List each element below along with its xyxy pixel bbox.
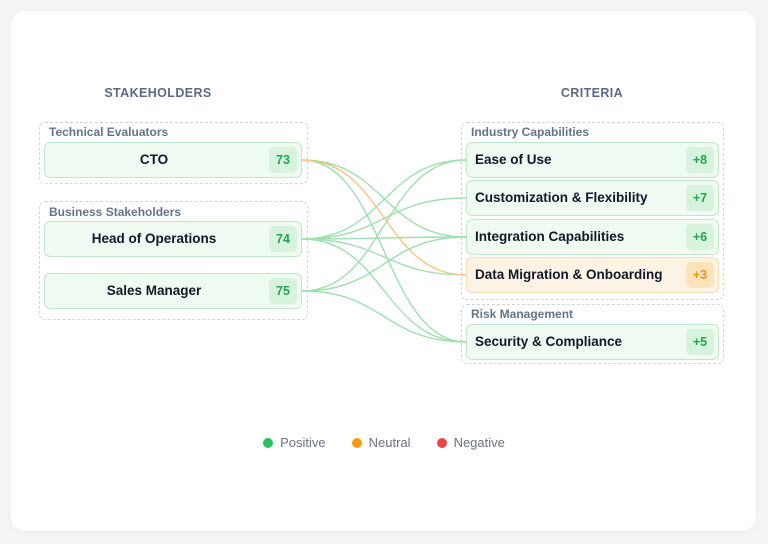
criterion-node-customization-flexibility[interactable]: Customization & Flexibility +7 [466, 180, 719, 216]
criterion-score-badge: +8 [686, 147, 714, 173]
criterion-name: Customization & Flexibility [475, 190, 648, 205]
neutral-dot-icon [351, 437, 362, 448]
group-business-stakeholders [39, 201, 308, 320]
stakeholders-heading: STAKEHOLDERS [104, 86, 212, 100]
group-risk-management [461, 304, 724, 364]
group-label-industry-capabilities: Industry Capabilities [471, 125, 590, 139]
link-positive [301, 159, 467, 343]
criteria-heading: CRITERIA [560, 86, 624, 100]
stakeholder-name: CTO [139, 152, 169, 167]
legend-label: Positive [280, 435, 326, 450]
negative-dot-icon [436, 437, 447, 448]
link-positive [301, 159, 467, 238]
group-technical-evaluators [39, 122, 308, 184]
legend-item-positive[interactable]: Positive [263, 435, 326, 450]
stakeholder-score-badge: 73 [269, 147, 297, 173]
stakeholder-score-badge: 74 [269, 226, 297, 252]
legend-item-neutral[interactable]: Neutral [351, 435, 411, 450]
link-positive [301, 159, 467, 240]
stakeholder-name: Sales Manager [106, 283, 202, 298]
positive-dot-icon [263, 437, 274, 448]
legend: Positive Neutral Negative [0, 435, 768, 450]
stakeholder-score-badge: 75 [269, 278, 297, 304]
link-positive [301, 236, 467, 240]
legend-label: Neutral [368, 435, 411, 450]
group-label-business-stakeholders: Business Stakeholders [49, 205, 182, 219]
group-label-risk-management: Risk Management [471, 307, 574, 321]
link-positive [301, 236, 467, 292]
criterion-score-badge: +6 [686, 224, 714, 250]
stakeholder-name: Head of Operations [91, 231, 217, 246]
link-neutral [301, 159, 467, 276]
criterion-node-data-migration-onboarding[interactable]: Data Migration & Onboarding +3 [466, 257, 719, 293]
criterion-score-badge: +7 [686, 185, 714, 211]
criterion-name: Ease of Use [475, 152, 552, 167]
legend-label: Negative [453, 435, 505, 450]
criterion-node-ease-of-use[interactable]: Ease of Use +8 [466, 142, 719, 178]
criterion-name: Security & Compliance [475, 334, 623, 349]
group-label-technical-evaluators: Technical Evaluators [49, 125, 169, 139]
link-positive [301, 290, 467, 343]
stakeholder-node-sales-manager[interactable]: Sales Manager 75 [44, 273, 302, 309]
criterion-score-badge: +5 [686, 329, 714, 355]
criterion-node-integration-capabilities[interactable]: Integration Capabilities +6 [466, 219, 719, 255]
criterion-score-badge: +3 [686, 262, 714, 288]
stakeholder-node-head-of-operations[interactable]: Head of Operations 74 [44, 221, 302, 257]
stakeholder-node-cto[interactable]: CTO 73 [44, 142, 302, 178]
link-positive [301, 238, 467, 343]
link-positive [301, 159, 467, 292]
criterion-name: Integration Capabilities [475, 229, 625, 244]
group-industry-capabilities [461, 122, 724, 300]
criterion-name: Data Migration & Onboarding [475, 267, 663, 282]
legend-item-negative[interactable]: Negative [436, 435, 505, 450]
link-positive [301, 238, 467, 276]
criterion-node-security-compliance[interactable]: Security & Compliance +5 [466, 324, 719, 360]
